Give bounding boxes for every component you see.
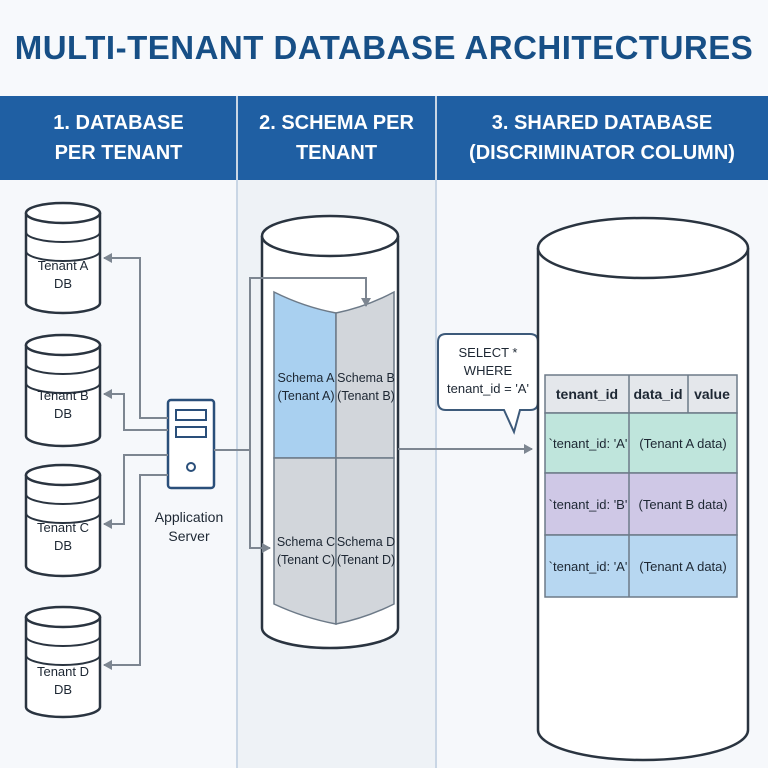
shared-table (544, 374, 738, 598)
column-3-header: 3. SHARED DATABASE (DISCRIMINATOR COLUMN… (436, 96, 768, 180)
schema-a-label-1: Schema A (278, 371, 336, 385)
tenant-db-a-label-2: DB (54, 276, 72, 291)
application-server-label-2: Server (168, 528, 210, 544)
table-row-2-fill (544, 472, 738, 536)
schema-d-block (335, 457, 395, 625)
column-2-header: 2. SCHEMA PER TENANT (237, 96, 436, 180)
tenant-db-c-label-2: DB (54, 538, 72, 553)
table-header-value: value (694, 386, 730, 402)
table-header-tenant-id: tenant_id (556, 386, 618, 402)
tenant-db-b-label-1: Tenant B (37, 388, 88, 403)
column-header-band (0, 96, 768, 180)
schema-b-label-2: (Tenant B) (337, 389, 395, 403)
server-to-schema-connectors (214, 277, 371, 553)
schema-d-label-1: Schema D (337, 535, 395, 549)
schema-a-label-2: (Tenant A) (278, 389, 335, 403)
schema-b-label-1: Schema B (337, 371, 395, 385)
column-3-header-line1: 3. SHARED DATABASE (491, 112, 713, 134)
tenant-db-d-label-2: DB (54, 682, 72, 697)
table-row-1-tenant: `tenant_id: 'A' (549, 436, 628, 451)
schema-grid (273, 290, 395, 625)
tenant-db-d-label-1: Tenant D (37, 664, 89, 679)
column-2-header-line2: TENANT (295, 142, 378, 164)
tenant-db-a-label-1: Tenant A (38, 258, 89, 273)
column-1-header: 1. DATABASE PER TENANT (0, 96, 237, 180)
column-divider-2 (435, 96, 437, 768)
column-divider-1 (236, 96, 238, 768)
tenant-db-c-label-1: Tenant C (37, 520, 89, 535)
column-3-header-line2: (DISCRIMINATOR COLUMN) (469, 142, 735, 164)
schema-c-label-2: (Tenant C) (277, 553, 335, 567)
table-row-3-fill (544, 534, 738, 598)
column-1-header-line1: 1. DATABASE (53, 112, 184, 134)
column-2-header-line1: 2. SCHEMA PER (259, 112, 414, 134)
table-row-3-tenant: `tenant_id: 'A' (549, 559, 628, 574)
query-line-1: SELECT * (458, 345, 517, 360)
schema-d-label-2: (Tenant D) (337, 553, 395, 567)
server-to-db-connectors (103, 253, 168, 670)
table-row-1-data: (Tenant A data) (639, 436, 726, 451)
tenant-db-b: Tenant B DB (24, 333, 102, 448)
schema-c-label-1: Schema C (277, 535, 335, 549)
query-line-3: tenant_id = 'A' (447, 381, 529, 396)
schema-b-block (335, 290, 395, 459)
table-row-2-data: (Tenant B data) (639, 497, 728, 512)
tenant-db-a: Tenant A DB (24, 201, 102, 315)
application-server-icon (166, 398, 216, 490)
application-server-label-1: Application (155, 509, 224, 525)
table-row-2-tenant: `tenant_id: 'B' (549, 497, 628, 512)
tenant-db-c: Tenant C DB (24, 463, 102, 578)
tenant-db-d: Tenant D DB (24, 605, 102, 719)
table-row-1-fill (544, 412, 738, 474)
table-row-3-data: (Tenant A data) (639, 559, 726, 574)
page-title: MULTI-TENANT DATABASE ARCHITECTURES (0, 0, 768, 96)
column-1-header-line2: PER TENANT (54, 142, 183, 164)
query-line-2: WHERE (464, 363, 513, 378)
table-header-data-id: data_id (633, 386, 682, 402)
tenant-db-b-label-2: DB (54, 406, 72, 421)
